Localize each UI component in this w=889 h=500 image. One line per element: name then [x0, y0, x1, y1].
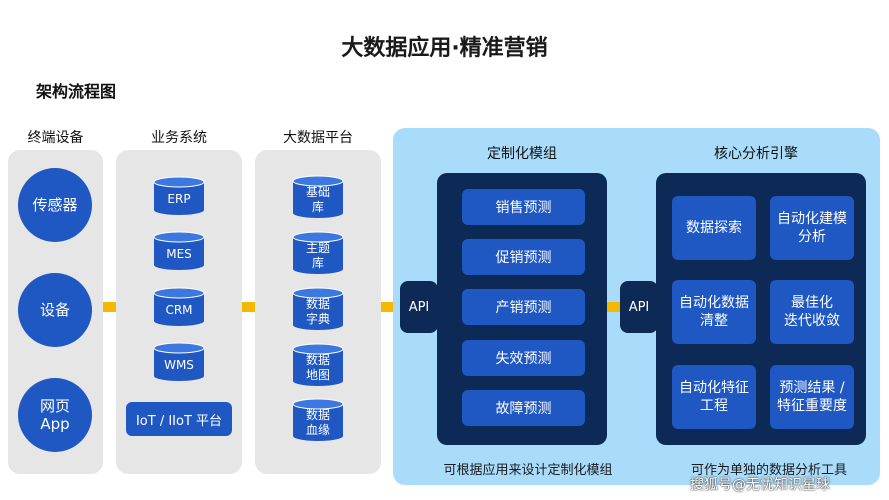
- system-mes-cylinder: MES: [153, 231, 205, 271]
- connector-3: [381, 302, 401, 312]
- data-map-cylinder-label: 数据 地图: [305, 353, 330, 382]
- data-lineage-cylinder-label: 数据 血缘: [305, 408, 330, 437]
- custom-module-note: 可根据应用来设计定制化模组: [443, 463, 613, 478]
- data-dictionary-cylinder: 数据 字典: [292, 287, 344, 331]
- theme-library-cylinder: 主题 库: [292, 231, 344, 275]
- data-map-cylinder: 数据 地图: [292, 343, 344, 387]
- terminal-node-sensor: 传感器: [18, 168, 92, 242]
- data-lineage-cylinder: 数据 血缘: [292, 398, 344, 442]
- engine-auto-feature-engineering: 自动化特征 工程: [672, 365, 756, 429]
- module-fault-forecast: 故障预测: [462, 390, 585, 426]
- iot-platform-box: IoT / IIoT 平台: [126, 402, 232, 436]
- engine-optimal-iteration: 最佳化 迭代收敛: [770, 280, 854, 344]
- terminal-node-device: 设备: [18, 273, 92, 347]
- custom-module-header: 定制化模组: [487, 146, 557, 162]
- engine-auto-modeling: 自动化建模 分析: [770, 196, 854, 260]
- core-engine-note: 可作为单独的数据分析工具: [690, 463, 847, 478]
- engine-prediction-feature-importance: 预测结果 / 特征重要度: [770, 365, 854, 429]
- connector-2: [242, 302, 255, 312]
- base-library-cylinder: 基础 库: [292, 175, 344, 219]
- base-library-cylinder-label: 基础 库: [305, 185, 330, 214]
- module-production-sales-forecast: 产销预测: [462, 289, 585, 325]
- module-failure-forecast: 失效预测: [462, 340, 585, 376]
- module-promotion-forecast: 促销预测: [462, 239, 585, 275]
- module-sales-forecast: 销售预测: [462, 189, 585, 225]
- bigdata-header: 大数据平台: [283, 130, 353, 146]
- system-mes-cylinder-label: MES: [166, 246, 192, 261]
- watermark: 搜狐号@无忧知识星球: [690, 477, 830, 493]
- terminal-node-web-app: 网页 App: [18, 378, 92, 452]
- connector-4: [607, 302, 623, 312]
- core-engine-header: 核心分析引擎: [714, 146, 798, 162]
- page-title: 大数据应用·精准营销: [341, 36, 548, 61]
- system-erp-cylinder: ERP: [153, 176, 205, 216]
- theme-library-cylinder-label: 主题 库: [305, 241, 330, 270]
- terminal-header: 终端设备: [27, 130, 84, 146]
- connector-1: [103, 302, 116, 312]
- api-box-1: API: [400, 281, 438, 333]
- diagram-subtitle: 架构流程图: [36, 82, 117, 101]
- engine-auto-data-cleaning: 自动化数据 清整: [672, 280, 756, 344]
- system-crm-cylinder: CRM: [153, 287, 205, 327]
- api-box-2: API: [620, 281, 658, 333]
- system-erp-cylinder-label: ERP: [167, 191, 191, 206]
- system-crm-cylinder-label: CRM: [165, 302, 193, 317]
- system-wms-cylinder: WMS: [153, 342, 205, 382]
- business-header: 业务系统: [151, 130, 207, 146]
- data-dictionary-cylinder-label: 数据 字典: [305, 297, 330, 326]
- engine-data-exploration: 数据探索: [672, 196, 756, 260]
- system-wms-cylinder-label: WMS: [164, 357, 194, 372]
